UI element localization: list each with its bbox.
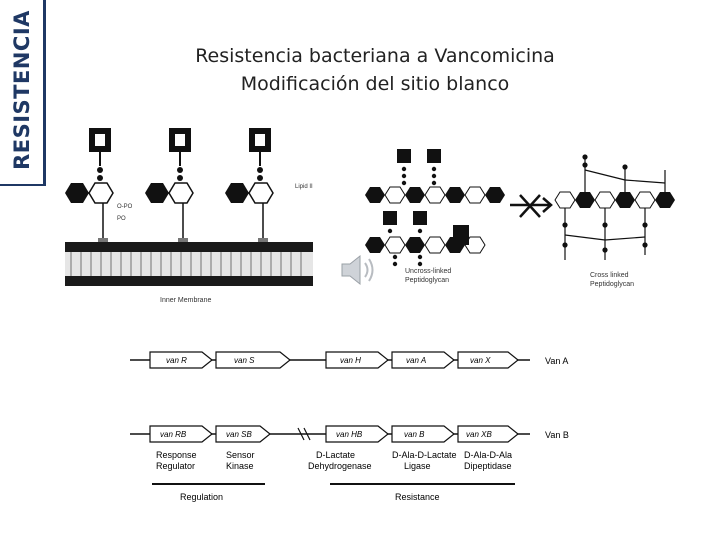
gene-label: van R <box>166 356 187 365</box>
gene-arrow-vanxb: van XB <box>457 425 519 443</box>
crosslink-bridges <box>562 154 666 260</box>
gene-arrow-vans: van S <box>215 351 291 369</box>
peptidoglycan-diagram: Uncross-linked Peptidoglycan Cross linke… <box>365 149 675 288</box>
gene-label: van S <box>234 356 255 365</box>
transpeptidation-arrow <box>510 194 553 218</box>
lipid-bilayer <box>65 242 313 286</box>
gene-function-label: Sensor <box>226 450 255 460</box>
title-line-2: Modificación del sitio blanco <box>240 73 510 95</box>
uncrosslinked-label: Uncross-linked <box>405 268 451 275</box>
resistance-label: Resistance <box>395 492 440 502</box>
lipid-ii-label: Lipid II <box>295 184 313 190</box>
gene-label: van X <box>470 356 491 365</box>
gene-label: van RB <box>160 430 187 439</box>
gene-label: van B <box>404 430 425 439</box>
operon-label-vana: Van A <box>545 356 568 366</box>
title-line-1: Resistencia bacteriana a Vancomicina <box>195 45 555 67</box>
gene-function-label: D-Ala-D-Ala <box>464 450 512 460</box>
inner-membrane-label: Inner Membrane <box>160 297 211 304</box>
side-banner <box>0 0 46 186</box>
uncrosslinked-strand <box>365 186 505 204</box>
gene-function-label: Regulator <box>156 461 195 471</box>
operon-label-vanb: Van B <box>545 430 569 440</box>
gene-function-label: D-Ala-D-Lactate <box>392 450 457 460</box>
gene-arrow-vansb: van SB <box>215 425 271 443</box>
phosphate-label: O-PO <box>117 204 133 210</box>
gene-function-label: Ligase <box>404 461 431 471</box>
pentapeptide-chains <box>383 149 469 267</box>
gene-arrow-vanx: van X <box>457 351 519 369</box>
uncrosslinked-label: Peptidoglycan <box>405 277 449 284</box>
gene-arrow-vana: van A <box>391 351 455 369</box>
gene-label: van SB <box>226 430 252 439</box>
gene-arrow-vanb: van B <box>391 425 455 443</box>
gene-function-label: Dipeptidase <box>464 461 512 471</box>
van-operon-diagram: van R van S van H van A van X Van A van … <box>130 351 569 502</box>
gene-label: van XB <box>466 430 492 439</box>
speaker-icon[interactable] <box>338 252 378 288</box>
gene-arrow-vanh: van H <box>325 351 389 369</box>
gene-arrow-vanr: van R <box>149 351 213 369</box>
gene-break <box>297 427 311 441</box>
gene-function-label: D-Lactate <box>316 450 355 460</box>
gene-label: van A <box>406 356 426 365</box>
gene-function-label: Response <box>156 450 197 460</box>
slide-title: Resistencia bacteriana a Vancomicina Mod… <box>160 42 590 98</box>
crosslinked-label: Peptidoglycan <box>590 281 634 288</box>
membrane-diagram: O-PO PO Lipid II Inner Membrane <box>65 128 313 304</box>
gene-label: van H <box>340 356 361 365</box>
gene-function-label: Dehydrogenase <box>308 461 372 471</box>
crosslinked-label: Cross linked <box>590 272 629 279</box>
phosphate-label: PO <box>117 216 126 222</box>
gene-function-label: Kinase <box>226 461 254 471</box>
gene-arrow-vanhb: van HB <box>325 425 389 443</box>
side-label: RESISTENCIA <box>10 10 34 170</box>
crosslinked-strand <box>554 191 675 209</box>
gene-arrow-vanrb: van RB <box>149 425 213 443</box>
gene-label: van HB <box>336 430 363 439</box>
regulation-label: Regulation <box>180 492 223 502</box>
